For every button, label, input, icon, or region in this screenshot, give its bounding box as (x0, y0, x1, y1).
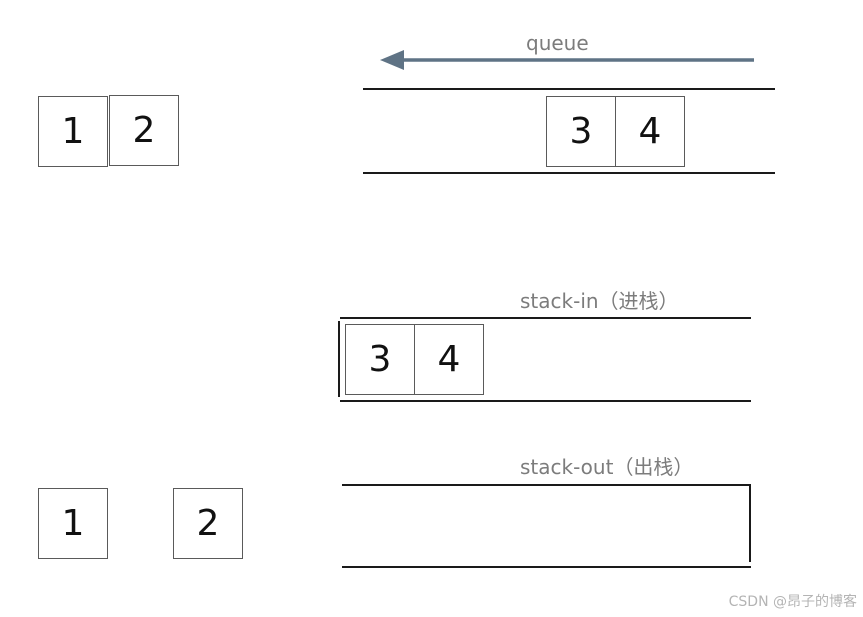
top-left-box-1: 1 (38, 96, 108, 167)
watermark: CSDN @昂子的博客 (728, 594, 857, 610)
queue-top-rail (363, 88, 775, 90)
stack-in-item-3: 3 (345, 324, 415, 395)
top-left-box-2: 2 (109, 95, 179, 166)
bottom-left-box-1: 1 (38, 488, 108, 559)
queue-item-3: 3 (546, 96, 616, 167)
stack-in-label: stack-in（进栈） (520, 289, 679, 313)
stack-out-label: stack-out（出栈） (520, 455, 694, 479)
stack-in-top-rail (340, 317, 751, 319)
queue-item-4: 4 (615, 96, 685, 167)
stack-in-bottom-wall (338, 321, 340, 397)
stack-out-bottom-wall (749, 486, 751, 562)
stack-in-item-4: 4 (414, 324, 484, 395)
stack-out-top-rail (342, 484, 751, 486)
queue-bottom-rail (363, 172, 775, 174)
bottom-left-box-2: 2 (173, 488, 243, 559)
queue-direction-arrow-icon (380, 50, 754, 70)
queue-label: queue (526, 31, 589, 55)
stack-in-bottom-rail (340, 400, 751, 402)
stack-out-bottom-rail (342, 566, 751, 568)
